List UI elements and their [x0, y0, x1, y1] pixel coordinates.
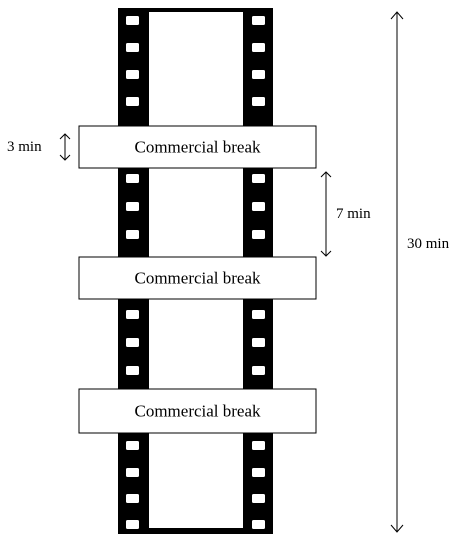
- sprocket-hole: [252, 520, 265, 529]
- break-duration-label: 3 min: [7, 139, 42, 155]
- sprocket-hole: [126, 174, 139, 183]
- sprocket-hole: [252, 441, 265, 450]
- sprocket-hole: [252, 16, 265, 25]
- sprocket-hole: [126, 468, 139, 477]
- sprocket-hole: [252, 202, 265, 211]
- commercial-break-1: Commercial break: [78, 125, 317, 169]
- sprocket-hole: [126, 43, 139, 52]
- sprocket-hole: [126, 366, 139, 375]
- double-arrow-icon: [320, 171, 332, 257]
- sprocket-hole: [252, 230, 265, 239]
- commercial-break-label: Commercial break: [134, 269, 261, 288]
- sprocket-hole: [252, 338, 265, 347]
- program-segment-label: 7 min: [336, 206, 371, 222]
- total-duration-annotation: 30 min: [390, 11, 450, 533]
- commercial-break-2: Commercial break: [78, 256, 317, 300]
- sprocket-hole: [252, 310, 265, 319]
- sprocket-hole: [126, 16, 139, 25]
- sprocket-hole: [126, 70, 139, 79]
- sprocket-hole: [252, 70, 265, 79]
- sprocket-hole: [126, 310, 139, 319]
- sprocket-hole: [252, 366, 265, 375]
- sprocket-hole: [126, 520, 139, 529]
- sprocket-hole: [252, 494, 265, 503]
- sprocket-hole: [126, 494, 139, 503]
- program-segment-annotation: 7 min: [320, 171, 371, 257]
- total-duration-label: 30 min: [407, 236, 450, 252]
- commercial-break-label: Commercial break: [134, 402, 261, 421]
- commercial-break-3: Commercial break: [78, 388, 317, 434]
- sprocket-hole: [252, 43, 265, 52]
- sprocket-hole: [126, 230, 139, 239]
- sprocket-hole: [126, 97, 139, 106]
- break-duration-annotation: 3 min: [7, 133, 71, 161]
- sprocket-hole: [252, 174, 265, 183]
- commercial-break-label: Commercial break: [134, 138, 261, 157]
- sprocket-hole: [126, 441, 139, 450]
- sprocket-hole: [126, 338, 139, 347]
- double-arrow-icon: [390, 11, 404, 533]
- sprocket-hole: [252, 97, 265, 106]
- sprocket-hole: [126, 202, 139, 211]
- double-arrow-icon: [59, 133, 71, 161]
- sprocket-hole: [252, 468, 265, 477]
